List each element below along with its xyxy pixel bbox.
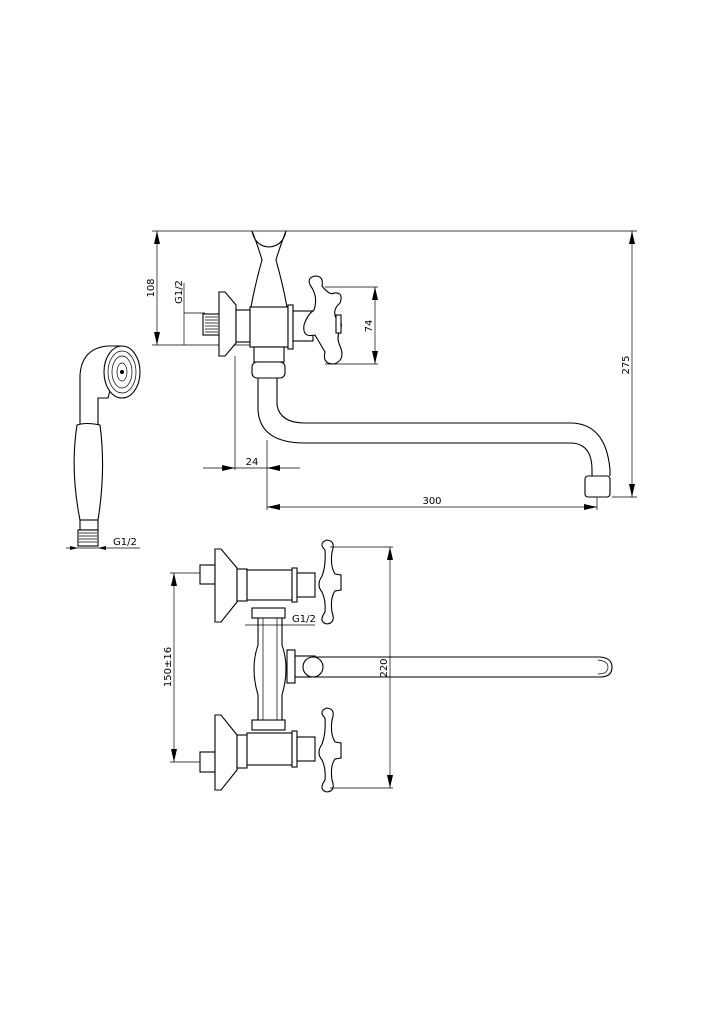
dimension-shower-thread: G1/2 bbox=[66, 537, 140, 550]
dimension-thread: G1/2 bbox=[174, 280, 205, 345]
upper-valve bbox=[199, 539, 342, 625]
dimension-label: 275 bbox=[621, 355, 632, 374]
side-view: 108 G1/2 bbox=[146, 230, 637, 510]
dimension-300: 300 bbox=[267, 496, 598, 510]
dimension-108: 108 bbox=[146, 231, 250, 346]
dimension-label: 74 bbox=[364, 320, 375, 333]
dimension-label: 24 bbox=[246, 457, 259, 468]
dimension-label: 108 bbox=[146, 278, 157, 297]
shower-handle bbox=[73, 422, 104, 521]
dimension-150: 150±16 bbox=[163, 572, 200, 763]
dimension-label: G1/2 bbox=[174, 280, 185, 304]
dimension-24: 24 bbox=[203, 356, 300, 510]
cross-handle bbox=[318, 707, 342, 793]
lower-valve bbox=[199, 707, 342, 793]
dimension-label: G1/2 bbox=[292, 614, 316, 625]
dimension-220: 220 bbox=[330, 546, 393, 789]
cross-handle bbox=[303, 275, 343, 365]
dimension-column-thread: G1/2 bbox=[245, 614, 316, 626]
dimension-74: 74 bbox=[325, 286, 378, 365]
spout bbox=[251, 346, 611, 498]
spout-top bbox=[286, 649, 613, 684]
nozzle-center-icon bbox=[120, 370, 124, 374]
top-view: G1/2 150±16 220 bbox=[163, 539, 613, 793]
dimension-label: 150±16 bbox=[163, 647, 174, 687]
valve-body bbox=[249, 230, 314, 350]
wall-connector bbox=[202, 291, 251, 357]
dimension-label: G1/2 bbox=[113, 537, 137, 548]
dimension-label: 220 bbox=[379, 658, 390, 677]
connector-column bbox=[251, 607, 287, 731]
shower-head: G1/2 bbox=[66, 345, 141, 550]
cross-handle bbox=[318, 539, 342, 625]
dimension-275: 275 bbox=[612, 231, 637, 498]
dimension-label: 300 bbox=[422, 496, 441, 507]
